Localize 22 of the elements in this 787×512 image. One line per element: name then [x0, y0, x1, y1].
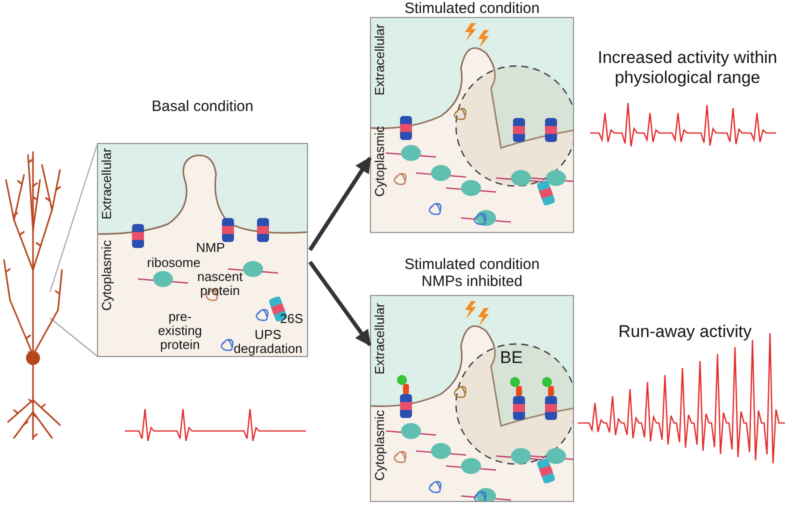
zoom-line: [49, 144, 98, 292]
panel-title: Stimulated condition NMPs inhibited: [403, 256, 541, 290]
diagram-label: Cytoplasmic: [373, 410, 387, 481]
activity-caption: Run-away activity: [617, 322, 753, 342]
arrow: [308, 260, 372, 346]
activity-caption: Increased activity within physiological range: [596, 48, 778, 88]
panel-title: Stimulated condition: [403, 0, 541, 17]
diagram-label: pre-existing protein: [156, 310, 204, 352]
diagram-label: Cytoplasmic: [100, 240, 114, 311]
diagram-label: Extracellular: [373, 303, 387, 375]
panel-title: Basal condition: [150, 98, 254, 115]
diagram-label: UPS degradation: [232, 328, 304, 356]
diagram-label: NMP: [196, 241, 225, 255]
arrow: [308, 156, 372, 252]
zoom-line: [50, 318, 98, 356]
diagram-label: Cytoplasmic: [373, 126, 387, 197]
diagram-label: Extracellular: [373, 24, 387, 96]
diagram-label: BE: [500, 348, 523, 368]
diagram-label: Extracellular: [100, 148, 114, 220]
diagram-label: ribosome: [147, 256, 200, 270]
diagram-label: 26S: [280, 312, 304, 326]
diagram-label: nascent protein: [196, 270, 244, 298]
